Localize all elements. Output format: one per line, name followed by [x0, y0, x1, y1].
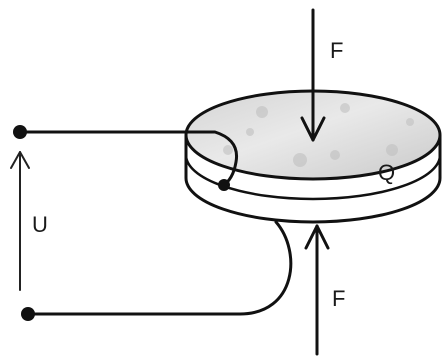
- voltage-label: U: [32, 212, 48, 237]
- force-bottom-arrow-head: [304, 224, 330, 250]
- top-terminal: [13, 125, 27, 139]
- bottom-terminal: [21, 307, 35, 321]
- charge-label: Q: [378, 160, 395, 185]
- voltage-arrow-head: [10, 151, 30, 169]
- top-contact-dot: [218, 179, 230, 191]
- disc-texture: [223, 103, 414, 167]
- force-bottom-label: F: [332, 286, 345, 311]
- bottom-wire: [26, 220, 293, 316]
- force-top-label: F: [330, 38, 343, 63]
- force-top-arrow-head: [300, 116, 326, 142]
- disc-electrode-line: [184, 154, 442, 201]
